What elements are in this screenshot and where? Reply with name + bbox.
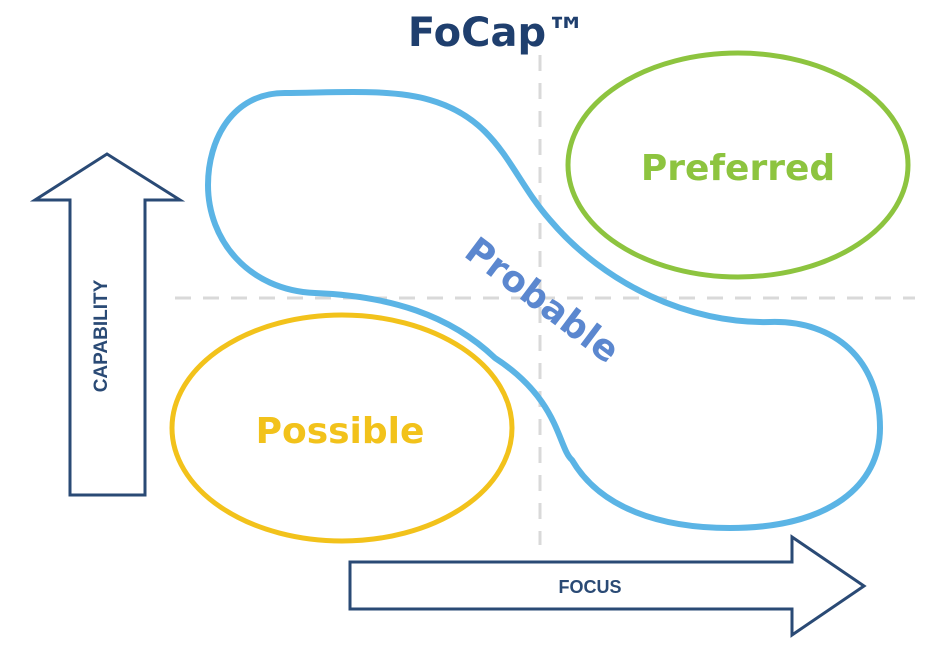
possible-label: Possible	[256, 411, 425, 452]
possible-circle	[169, 312, 515, 544]
focus-label: FOCUS	[559, 577, 622, 597]
focus-arrow	[348, 534, 867, 638]
probable-blob	[205, 88, 883, 531]
capability-arrow	[29, 152, 186, 497]
diagram-title: FoCap™	[408, 10, 586, 56]
preferred-label: Preferred	[641, 148, 835, 189]
preferred-circle	[565, 50, 911, 280]
capability-label: CAPABILITY	[91, 279, 112, 392]
